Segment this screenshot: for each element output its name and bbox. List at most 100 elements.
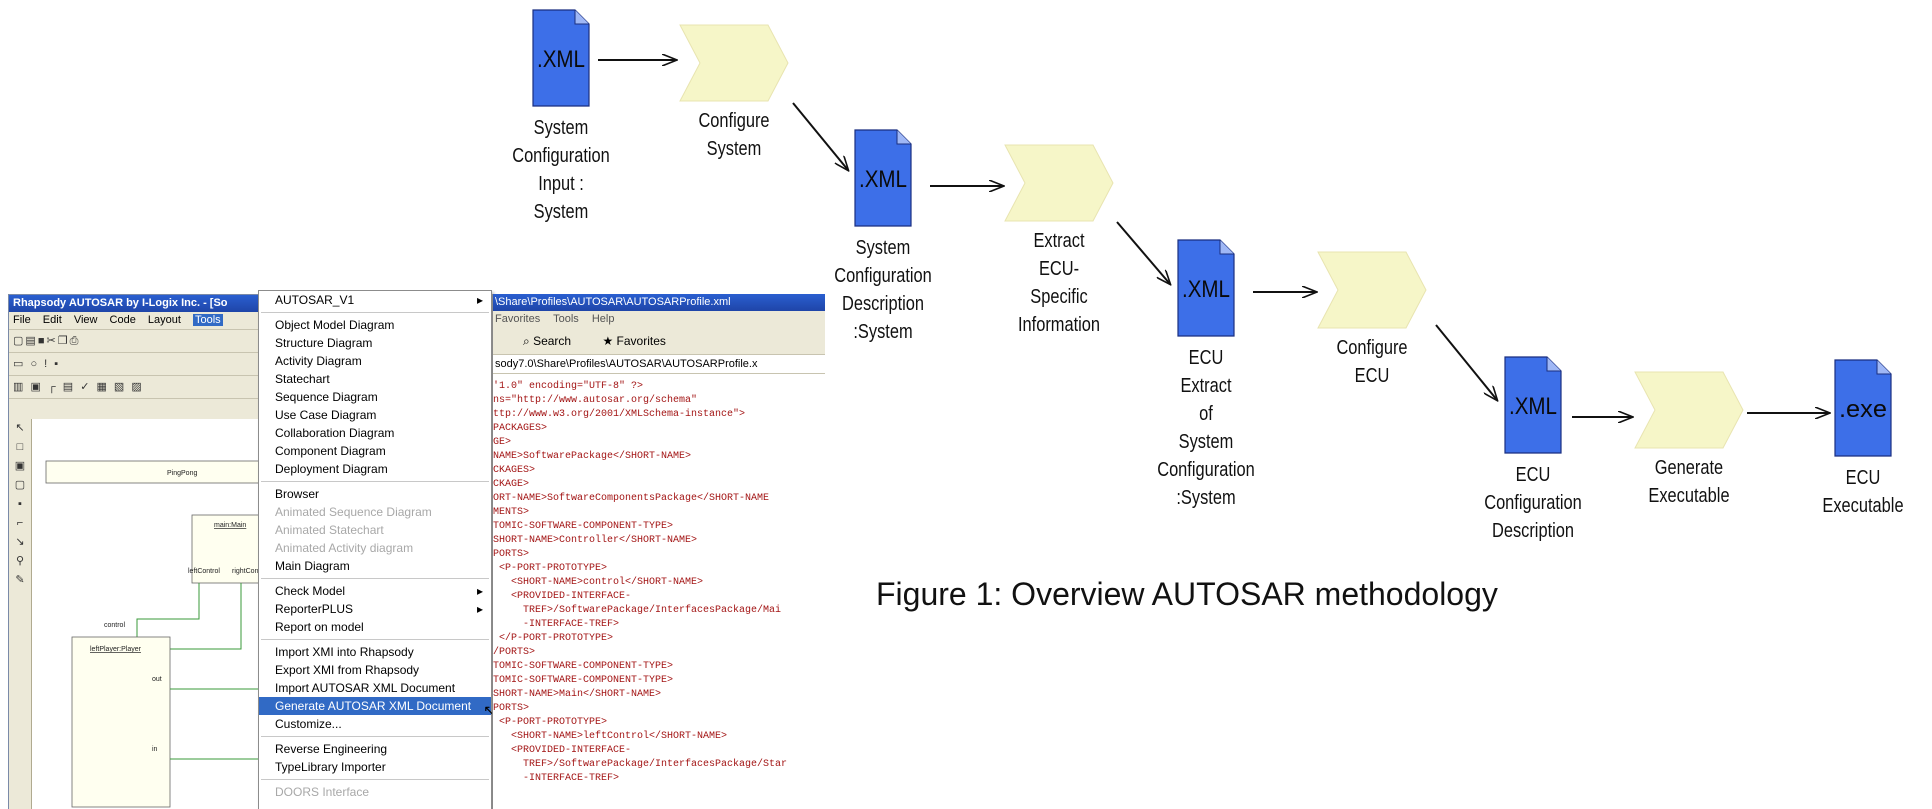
menu-separator	[261, 578, 489, 579]
menu-item-export-xmi-from-rhapsody[interactable]: Export XMI from Rhapsody	[259, 661, 491, 679]
xml-content: '1.0" encoding="UTF-8" ?>ns="http://www.…	[493, 374, 825, 786]
label-doc1: System Configuration Input : System	[512, 117, 610, 223]
document-type-text: .exe	[1839, 396, 1887, 423]
box-tool-icon[interactable]: □	[16, 441, 24, 453]
menu-item-deployment-diagram[interactable]: Deployment Diagram	[259, 460, 491, 478]
menu-item-structure-diagram[interactable]: Structure Diagram	[259, 334, 491, 352]
port-tool-icon[interactable]: ▪	[18, 498, 22, 510]
menu-item-label: Structure Diagram	[275, 336, 373, 350]
menu-separator	[261, 736, 489, 737]
menu-item-use-case-diagram[interactable]: Use Case Diagram	[259, 406, 491, 424]
menu-code[interactable]: Code	[109, 314, 136, 326]
menu-item-label: Sequence Diagram	[275, 390, 378, 404]
open-icon[interactable]: ▤	[25, 335, 38, 347]
link-tool-icon[interactable]: ⌐	[16, 517, 24, 529]
menu-item-activity-diagram[interactable]: Activity Diagram	[259, 352, 491, 370]
label-doc5: ECU Executable	[1822, 467, 1904, 517]
flow-arrow-act3-to-doc4	[1435, 324, 1497, 400]
menu-item-check-model[interactable]: Check Model▸	[259, 582, 491, 600]
menu-item-import-autosar-xml-document[interactable]: Import AUTOSAR XML Document	[259, 679, 491, 697]
flow-tool-icon[interactable]: ↘	[15, 536, 25, 548]
menu-item-customize[interactable]: Customize...	[259, 715, 491, 733]
menu-item-label: Object Model Diagram	[275, 318, 395, 332]
activity-act4	[1634, 371, 1744, 449]
xml-line: <SHORT-NAME>leftControl</SHORT-NAME>	[493, 731, 728, 742]
menu-item-label: DOORS Interface	[275, 785, 370, 799]
submenu-arrow-icon: ▸	[476, 602, 483, 616]
copy-icon[interactable]: ❐	[57, 335, 70, 347]
address-bar[interactable]: sody7.0\Share\Profiles\AUTOSAR\AUTOSARPr…	[493, 355, 825, 374]
menu-item-sequence-diagram[interactable]: Sequence Diagram	[259, 388, 491, 406]
menu-item-statechart[interactable]: Statechart	[259, 370, 491, 388]
toolbar-row-3: ▥ ▣ ┌ ▤ ✓ ▦ ▧ ▨	[9, 376, 301, 399]
menu-separator	[261, 312, 489, 313]
menu-item-label: Browser	[275, 487, 320, 501]
xml-line: <SHORT-NAME>control</SHORT-NAME>	[493, 577, 704, 588]
menu-item-label: Animated Sequence Diagram	[275, 505, 432, 519]
menu-item-label: Customize...	[275, 717, 342, 731]
mouse-cursor-icon: ↖	[483, 702, 495, 718]
xml-window-title: \Share\Profiles\AUTOSAR\AUTOSARProfile.x…	[493, 294, 825, 311]
xml-line: SHORT-NAME>Main</SHORT-NAME>	[493, 689, 662, 700]
cut-icon[interactable]: ✂	[46, 335, 58, 347]
pen-tool-icon[interactable]: ✎	[15, 574, 25, 586]
submenu-arrow-icon: ▸	[476, 293, 483, 307]
pointer-icon[interactable]: ↖	[15, 422, 25, 434]
document-type-text: .XML	[1509, 393, 1557, 420]
menu-item-browser[interactable]: Browser	[259, 485, 491, 503]
menu-file[interactable]: File	[13, 314, 31, 326]
favorites-icon[interactable]: ★ Favorites	[602, 334, 666, 348]
flow-arrow-act1-to-doc2	[792, 102, 848, 170]
menu-item-doors-interface: DOORS Interface	[259, 783, 491, 801]
menu-separator	[261, 481, 489, 482]
menu-help[interactable]: Help	[591, 313, 615, 325]
document-doc5: .exe	[1834, 359, 1892, 457]
menu-item-label: Deployment Diagram	[275, 462, 388, 476]
xml-line: GE>	[493, 437, 512, 448]
xml-line: ttp://www.w3.org/2001/XMLSchema-instance…	[493, 409, 746, 420]
menu-item-component-diagram[interactable]: Component Diagram	[259, 442, 491, 460]
menu-item-typelibrary-importer[interactable]: TypeLibrary Importer	[259, 758, 491, 776]
menu-item-autosar-v1[interactable]: AUTOSAR_V1▸	[259, 291, 491, 309]
menu-item-reverse-engineering[interactable]: Reverse Engineering	[259, 740, 491, 758]
structure-diagram-canvas[interactable]: PingPong main:Main leftControl rightCon …	[32, 419, 302, 809]
label-main: main:Main	[214, 522, 246, 529]
xml-line: <PROVIDED-INTERFACE-	[493, 745, 632, 756]
xml-line: TREF>/SoftwarePackage/InterfacesPackage/…	[493, 759, 788, 770]
menu-favorites[interactable]: Favorites	[495, 313, 541, 325]
object-tool-icon[interactable]: ▣	[14, 460, 26, 472]
xml-line: TREF>/SoftwarePackage/InterfacesPackage/…	[493, 605, 782, 616]
save-icon[interactable]: ■	[37, 335, 47, 347]
search-icon[interactable]: ⌕ Search	[523, 334, 572, 348]
dependency-tool-icon[interactable]: ⚲	[15, 555, 25, 567]
menu-item-collaboration-diagram[interactable]: Collaboration Diagram	[259, 424, 491, 442]
menu-item-label: Export XMI from Rhapsody	[275, 663, 420, 677]
menu-item-reporterplus[interactable]: ReporterPLUS▸	[259, 600, 491, 618]
label-leftplayer: leftPlayer:Player	[90, 646, 142, 653]
menu-item-report-on-model[interactable]: Report on model	[259, 618, 491, 636]
menu-view[interactable]: View	[73, 314, 98, 326]
menu-layout[interactable]: Layout	[147, 314, 181, 326]
xml-line: -INTERFACE-TREF>	[493, 619, 620, 630]
menu-item-generate-autosar-xml-document[interactable]: Generate AUTOSAR XML Document↖	[259, 697, 495, 718]
menu-item-main-diagram[interactable]: Main Diagram	[259, 557, 491, 575]
menu-item-label: Use Case Diagram	[275, 408, 377, 422]
new-icon[interactable]: ▢	[13, 335, 26, 347]
activity-act2	[1004, 144, 1114, 222]
xml-line: ORT-NAME>SoftwareComponentsPackage</SHOR…	[493, 493, 770, 504]
menu-item-object-model-diagram[interactable]: Object Model Diagram	[259, 316, 491, 334]
toolbar-misc-icon[interactable]: ▭ ○ ! ▪	[13, 358, 61, 370]
xml-line: <P-PORT-PROTOTYPE>	[493, 717, 608, 728]
xml-line: MENTS>	[493, 507, 530, 518]
menu-tools[interactable]: Tools	[193, 314, 223, 326]
part-tool-icon[interactable]: ▢	[14, 479, 26, 491]
diagram-tools-icon[interactable]: ▥ ▣ ┌ ▤ ✓ ▦ ▧ ▨	[13, 381, 144, 393]
menu-item-label: Activity Diagram	[275, 354, 362, 368]
print-icon[interactable]: ⎙	[69, 335, 81, 347]
menu-tools-ie[interactable]: Tools	[553, 313, 579, 325]
xml-line: PORTS>	[493, 703, 530, 714]
menu-edit[interactable]: Edit	[42, 314, 62, 326]
menu-item-import-xmi-into-rhapsody[interactable]: Import XMI into Rhapsody	[259, 643, 491, 661]
label-in: in	[152, 746, 158, 753]
